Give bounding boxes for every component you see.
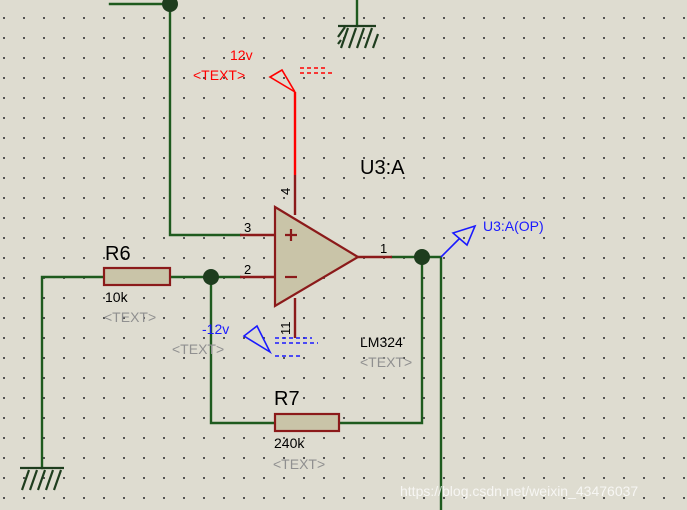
- pin-number-11: 11: [278, 322, 293, 336]
- wire-feedback-right[interactable]: [337, 255, 424, 425]
- pin-number-3: 3: [244, 220, 251, 235]
- power-terminal-positive-icon[interactable]: [268, 67, 335, 93]
- power-terminal-negative-icon[interactable]: [242, 324, 318, 357]
- junction-node-top[interactable]: [162, 0, 178, 12]
- opamp-text-placeholder: <TEXT>: [360, 354, 412, 370]
- wire-top-left[interactable]: [108, 2, 242, 237]
- vpos-label: 12v: [230, 47, 253, 63]
- resistor-r7-body[interactable]: [273, 412, 341, 433]
- wire-feedback-left[interactable]: [209, 275, 277, 425]
- vpos-text-placeholder: <TEXT>: [193, 67, 245, 83]
- opamp-body[interactable]: [273, 205, 361, 308]
- resistor-r6-body[interactable]: [102, 266, 172, 287]
- wire-output[interactable]: [390, 255, 443, 510]
- wire-input-left[interactable]: [40, 275, 106, 470]
- r6-reference-label: R6: [105, 243, 131, 265]
- pin-number-2: 2: [244, 262, 251, 277]
- r6-value-label: 10k: [105, 289, 129, 305]
- opamp-value-label: LM324: [360, 334, 403, 350]
- pin-number-4: 4: [278, 188, 293, 195]
- opamp-reference-label: U3:A: [360, 157, 405, 179]
- r7-value-label: 240k: [274, 435, 305, 451]
- voltage-probe-icon[interactable]: [440, 224, 477, 258]
- ground-icon[interactable]: [20, 466, 64, 491]
- pin-number-1: 1: [380, 241, 387, 256]
- vneg-text-placeholder: <TEXT>: [172, 341, 224, 357]
- r6-text-placeholder: <TEXT>: [104, 309, 156, 325]
- plus-sign-icon: [285, 229, 297, 241]
- probe-label: U3:A(OP): [483, 218, 544, 234]
- watermark-text: https://blog.csdn.net/weixin_43476037: [400, 483, 638, 499]
- junction-node-inverting[interactable]: [203, 269, 219, 285]
- junction-node-output[interactable]: [414, 249, 430, 265]
- ground-icon[interactable]: [337, 24, 380, 49]
- wire-top-ground[interactable]: [168, 0, 359, 28]
- r7-text-placeholder: <TEXT>: [273, 456, 325, 472]
- vneg-label: -12v: [202, 321, 229, 337]
- r7-reference-label: R7: [274, 388, 300, 410]
